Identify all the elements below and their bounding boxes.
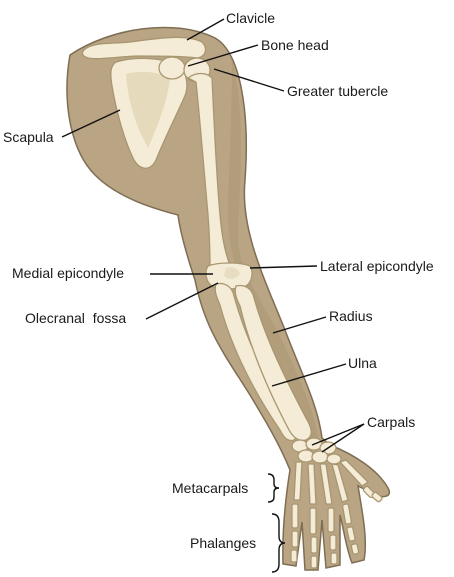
label-lateral-epicondyle: Lateral epicondyle [320,258,434,274]
forearm-bones [214,282,312,442]
label-radius: Radius [329,308,373,324]
scapula-bone [110,57,188,169]
leader-carpals-1 [311,423,365,446]
leader-olecranal-fossa [145,282,219,320]
leader-ulna [271,363,347,387]
phalanges-brace [271,513,286,573]
humerus-shaft [186,72,231,271]
radius-bone [234,284,312,442]
humerus-bone [158,56,253,290]
leader-clavicle [186,18,225,41]
arm-shadow [227,60,318,440]
label-greater-tubercle: Greater tubercle [287,83,388,99]
leader-scapula [61,109,121,138]
leader-carpals-2 [321,423,365,453]
label-carpals: Carpals [367,414,415,430]
label-bone-head: Bone head [261,37,329,53]
leader-greater-tubercle [213,68,285,92]
leader-bone-head [187,44,259,67]
label-medial-epicondyle: Medial epicondyle [12,265,124,281]
leader-lateral-epicondyle [249,265,318,269]
metacarpals-brace [267,473,280,503]
label-phalanges: Phalanges [190,535,256,551]
label-ulna: Ulna [348,355,377,371]
humerus-head [158,56,186,80]
label-scapula: Scapula [3,129,54,145]
carpal-bones [291,437,342,465]
labels: Clavicle Bone head Greater tubercle Scap… [3,10,434,551]
leader-radius [272,316,327,334]
leader-lines [61,18,365,573]
label-olecranal-fossa: Olecranal fossa [25,310,126,326]
metacarpal-bones [293,459,370,505]
phalanx-bones [290,485,383,569]
label-metacarpals: Metacarpals [172,480,248,496]
label-clavicle: Clavicle [226,10,275,26]
